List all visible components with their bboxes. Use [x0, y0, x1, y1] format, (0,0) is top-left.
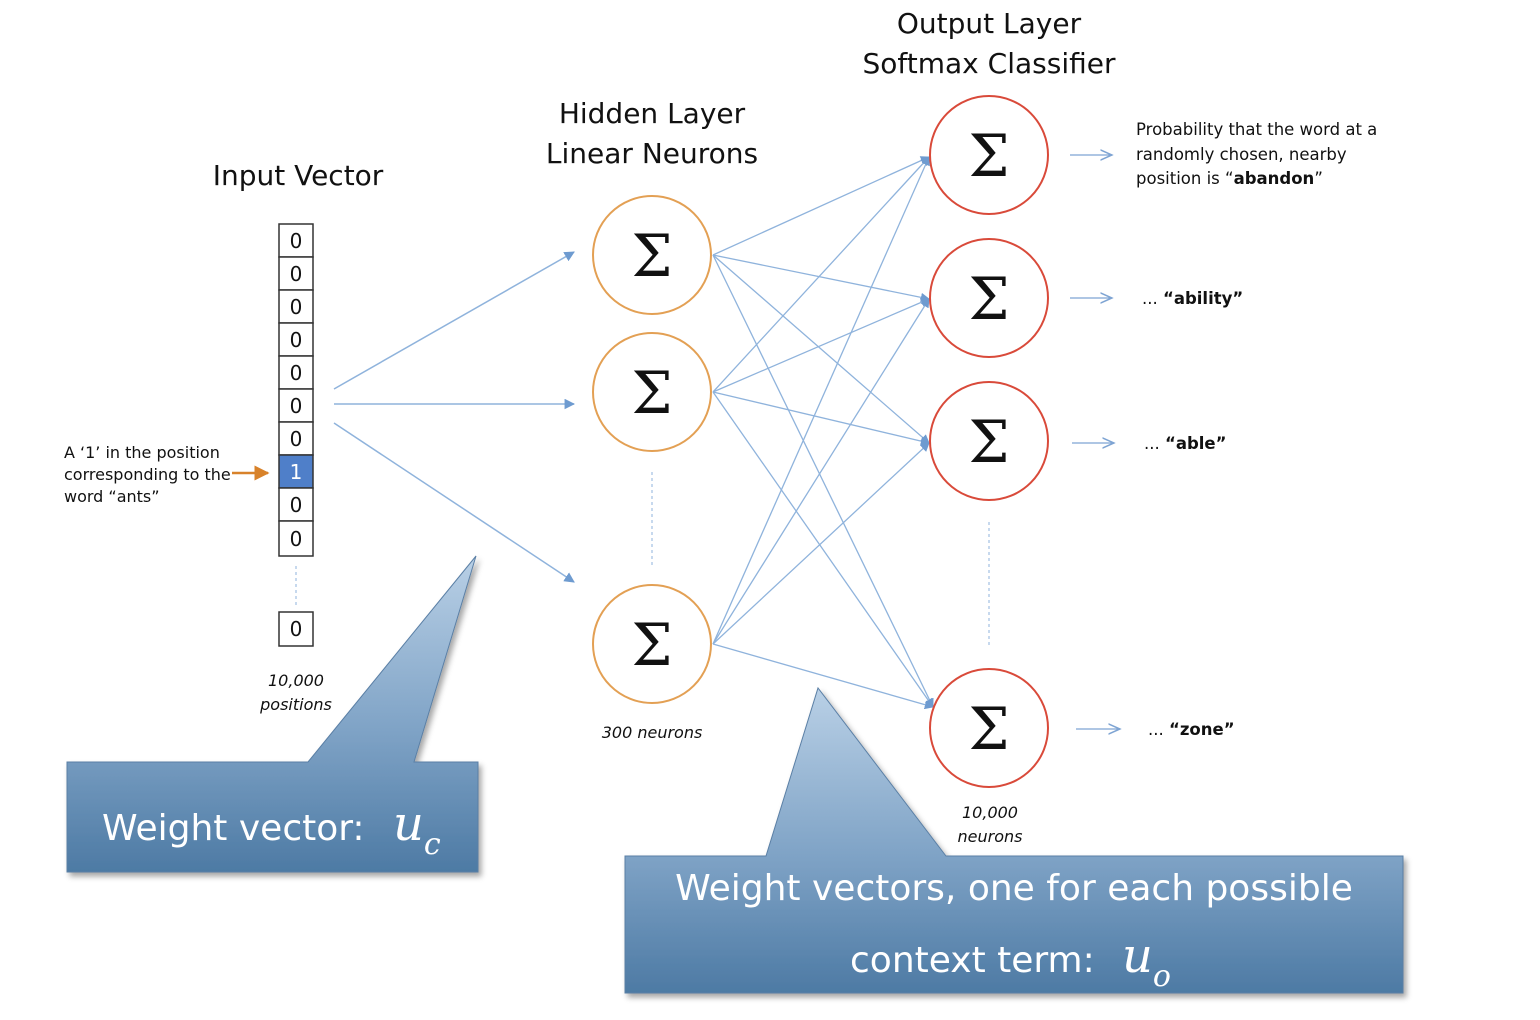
svg-text:0: 0: [290, 617, 303, 641]
hidden-neuron: Σ: [592, 195, 712, 315]
svg-text:Σ: Σ: [968, 265, 1009, 333]
annotation-line-1: A ‘1’ in the position: [64, 443, 220, 462]
annotation-line-3: word “ants”: [64, 487, 160, 506]
output-label-abandon-line1: Probability that the word at a: [1136, 120, 1377, 139]
output-neuron: Σ: [929, 95, 1049, 215]
svg-text:Σ: Σ: [968, 408, 1009, 476]
svg-text:0: 0: [290, 493, 303, 517]
svg-text:0: 0: [290, 361, 303, 385]
input-cell: 0: [278, 223, 314, 258]
output-label-zone: ... “zone”: [1148, 720, 1235, 739]
callout-left-math: uc: [393, 796, 441, 862]
input-cell: 0: [278, 289, 314, 324]
callout-right-math: uo: [1122, 928, 1171, 994]
output-neuron-count-label: neurons: [958, 827, 1023, 846]
svg-text:Σ: Σ: [968, 695, 1009, 763]
output-neuron: Σ: [929, 381, 1049, 501]
svg-text:0: 0: [290, 262, 303, 286]
output-label-abandon-line2: randomly chosen, nearby: [1136, 145, 1347, 164]
svg-text:Σ: Σ: [968, 122, 1009, 190]
output-label-ability: ... “ability”: [1142, 289, 1243, 308]
svg-text:Σ: Σ: [631, 359, 672, 427]
input-cell-last: 0: [278, 611, 314, 647]
input-cell: 0: [278, 421, 314, 456]
output-layer-title: Output Layer: [897, 7, 1082, 40]
svg-text:Σ: Σ: [631, 611, 672, 679]
output-neuron: Σ: [929, 238, 1049, 358]
callout-right-line2: context term:: [850, 940, 1095, 981]
positions-label: positions: [259, 695, 332, 714]
svg-text:0: 0: [290, 295, 303, 319]
input-cell: 0: [278, 388, 314, 423]
input-cell-highlighted: 1: [278, 454, 314, 489]
input-vector-title: Input Vector: [213, 159, 384, 192]
output-label-able: ... “able”: [1144, 434, 1226, 453]
output-layer-subtitle: Softmax Classifier: [863, 47, 1116, 80]
output-label-abandon-line3: position is “abandon”: [1136, 169, 1323, 188]
svg-text:0: 0: [290, 427, 303, 451]
callout-left: [66, 555, 479, 873]
input-cell: 0: [278, 520, 314, 557]
input-cell: 0: [278, 355, 314, 390]
hidden-neuron-count: 300 neurons: [602, 723, 703, 742]
svg-text:0: 0: [290, 527, 303, 551]
svg-text:0: 0: [290, 229, 303, 253]
output-neuron: Σ: [929, 668, 1049, 788]
svg-text:0: 0: [290, 394, 303, 418]
hidden-layer-title: Hidden Layer: [559, 97, 746, 130]
callout-right: [624, 686, 1404, 994]
output-arrows: [1070, 155, 1120, 729]
svg-text:1: 1: [290, 460, 303, 484]
input-to-hidden-arrows: [333, 251, 576, 583]
svg-text:0: 0: [290, 328, 303, 352]
hidden-layer-subtitle: Linear Neurons: [546, 137, 758, 170]
hidden-neuron: Σ: [592, 584, 712, 704]
callout-left-text: Weight vector:: [102, 808, 365, 849]
input-cell: 0: [278, 256, 314, 291]
hidden-neuron: Σ: [592, 332, 712, 452]
input-vector: 0 0 0 0 0 0 0 1 0 0 0: [278, 223, 314, 647]
callout-right-line1: Weight vectors, one for each possible: [675, 868, 1353, 909]
positions-count: 10,000: [268, 671, 324, 690]
input-cell: 0: [278, 322, 314, 357]
annotation-line-2: corresponding to the: [64, 465, 231, 484]
svg-text:Σ: Σ: [631, 222, 672, 290]
hidden-to-output-connections: [712, 156, 934, 710]
output-neuron-count: 10,000: [962, 803, 1018, 822]
input-cell: 0: [278, 487, 314, 522]
